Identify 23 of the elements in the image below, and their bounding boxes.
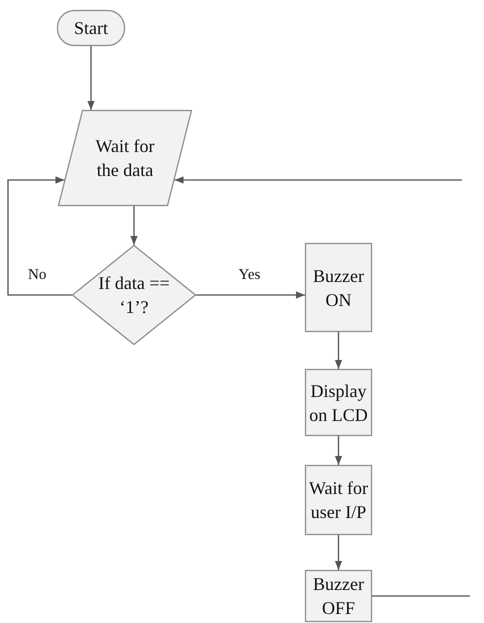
input-parallelogram	[58, 110, 192, 206]
node-label: Start	[73, 17, 109, 40]
node-label: Wait for the data	[94, 135, 156, 182]
process-box	[305, 465, 372, 535]
arrow	[87, 46, 95, 110]
node-label: Display on LCD	[308, 380, 369, 426]
arrow	[7, 176, 72, 296]
node-label: If data == ‘1’?	[97, 272, 171, 319]
arrow	[334, 436, 342, 465]
node-label: Buzzer OFF	[312, 573, 365, 620]
arrow	[174, 176, 462, 184]
process-box	[305, 570, 372, 622]
node-label: Wait for user I/P	[308, 477, 370, 524]
connector-line	[372, 595, 470, 597]
arrow	[334, 332, 342, 369]
start-terminal	[57, 10, 125, 46]
arrow	[196, 291, 305, 299]
decision-diamond	[72, 245, 196, 345]
arrow	[334, 535, 342, 570]
process-box	[305, 369, 372, 436]
arrow	[130, 206, 138, 245]
process-box	[305, 243, 372, 332]
node-label: Buzzer ON	[312, 264, 365, 312]
